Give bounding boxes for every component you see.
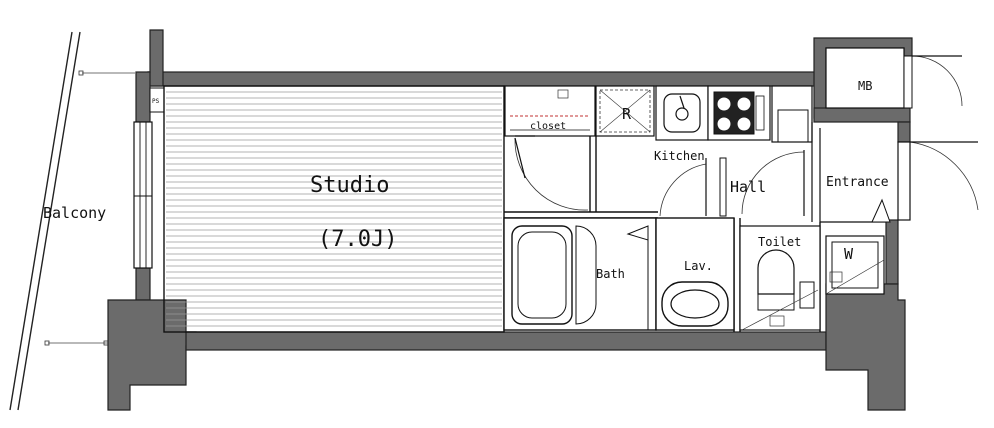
toilet-label: Toilet (758, 235, 801, 249)
studio-room (163, 85, 505, 333)
lavatory (655, 217, 735, 331)
entrance-door (897, 141, 979, 221)
refrigerator (595, 85, 655, 137)
ps-label: PS (152, 98, 160, 105)
studio-size-label: (7.0J) (318, 227, 397, 252)
hall-label: Hall (730, 178, 766, 196)
refrigerator-label: R (622, 105, 632, 123)
studio-flooring (166, 91, 502, 327)
entrance-label: Entrance (826, 175, 889, 190)
closet (504, 85, 596, 211)
kitchen-door (659, 157, 727, 217)
toilet-door (741, 150, 805, 216)
kitchen-stove (707, 85, 771, 141)
kitchen-sink (655, 85, 709, 141)
outer-walls (107, 29, 913, 411)
mb-label: MB (858, 79, 872, 93)
mb-box (825, 47, 963, 109)
kitchen-cabinet (771, 85, 813, 143)
balcony-railing (9, 31, 135, 411)
bath-label: Bath (596, 267, 625, 281)
bathroom (503, 217, 657, 331)
lav-label: Lav. (684, 259, 713, 273)
washer (825, 235, 885, 295)
balcony-label: Balcony (43, 204, 106, 222)
kitchen-label: Kitchen (654, 149, 705, 163)
balcony-window (133, 121, 153, 269)
toilet (739, 225, 821, 331)
studio-label: Studio (310, 173, 389, 198)
washer-label: W (844, 245, 854, 263)
entrance-marker (871, 198, 891, 223)
closet-label: closet (530, 121, 566, 132)
